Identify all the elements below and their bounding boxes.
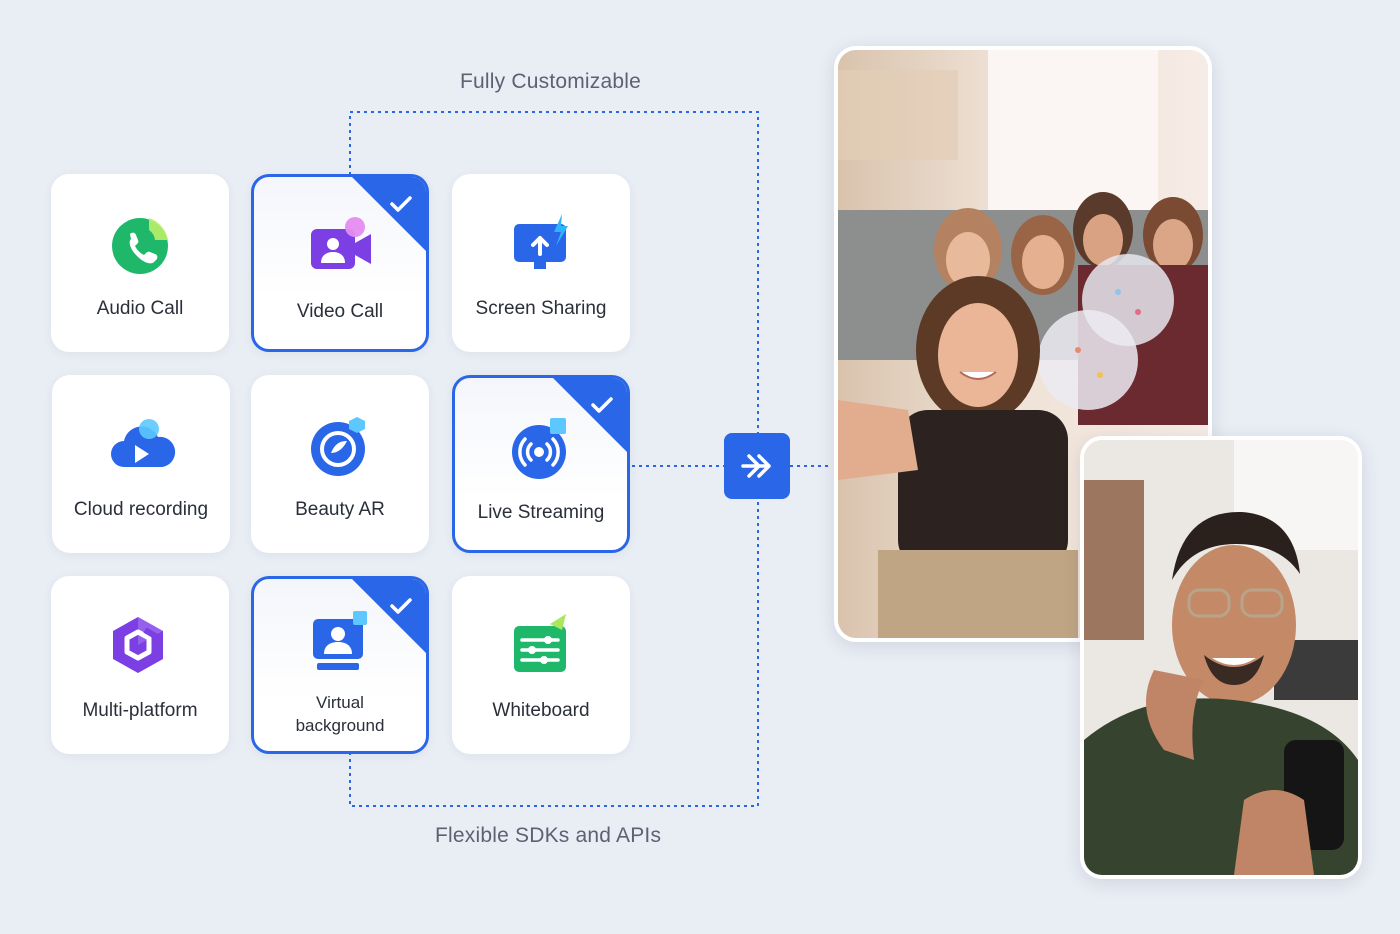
phone-icon	[112, 218, 168, 274]
feature-card-multi-platform[interactable]: Multi-platform	[51, 576, 229, 754]
screen-share-icon	[514, 214, 568, 269]
selected-corner	[553, 378, 627, 452]
feature-label: Live Streaming	[477, 502, 605, 523]
caption-flexible-sdks: Flexible SDKs and APIs	[435, 824, 662, 847]
feature-card-whiteboard[interactable]: Whiteboard	[452, 576, 630, 754]
feature-label: Cloud recording	[73, 499, 209, 520]
feature-card-live-streaming[interactable]: Live Streaming	[452, 375, 630, 553]
broadcast-icon	[512, 418, 566, 479]
feature-label: Multi-platform	[82, 700, 198, 721]
feature-card-audio-call[interactable]: Audio Call	[51, 174, 229, 352]
feature-card-video-call[interactable]: Video Call	[251, 174, 429, 352]
whiteboard-icon	[514, 614, 566, 672]
video-camera-icon	[311, 217, 371, 269]
feature-label-line2: background	[295, 716, 385, 735]
proceed-button[interactable]	[724, 433, 790, 499]
checkmark-icon	[390, 196, 412, 212]
feature-label: Beauty AR	[295, 499, 385, 520]
man-video-call-photo	[1080, 436, 1362, 879]
hexagon-icon	[113, 617, 163, 673]
feature-label: Screen Sharing	[475, 298, 607, 319]
feature-card-screen-sharing[interactable]: Screen Sharing	[452, 174, 630, 352]
virtual-background-icon	[313, 611, 367, 670]
beauty-ar-icon	[311, 417, 365, 476]
checkmark-icon	[390, 598, 412, 614]
feature-label: Video Call	[296, 301, 384, 322]
checkmark-icon	[591, 397, 613, 413]
group-selfie-photo	[834, 46, 1212, 642]
caption-fully-customizable: Fully Customizable	[460, 70, 641, 93]
feature-label-line1: Virtual	[316, 693, 364, 712]
feature-label: Virtual background	[254, 691, 426, 737]
feature-label: Whiteboard	[492, 700, 590, 721]
feature-card-beauty-ar[interactable]: Beauty AR	[251, 375, 429, 553]
double-chevron-right-icon	[741, 454, 771, 478]
feature-card-cloud-recording[interactable]: Cloud recording	[52, 375, 230, 553]
cloud-play-icon	[111, 419, 176, 467]
feature-card-virtual-background[interactable]: Virtual background	[251, 576, 429, 754]
feature-label: Audio Call	[96, 298, 184, 319]
